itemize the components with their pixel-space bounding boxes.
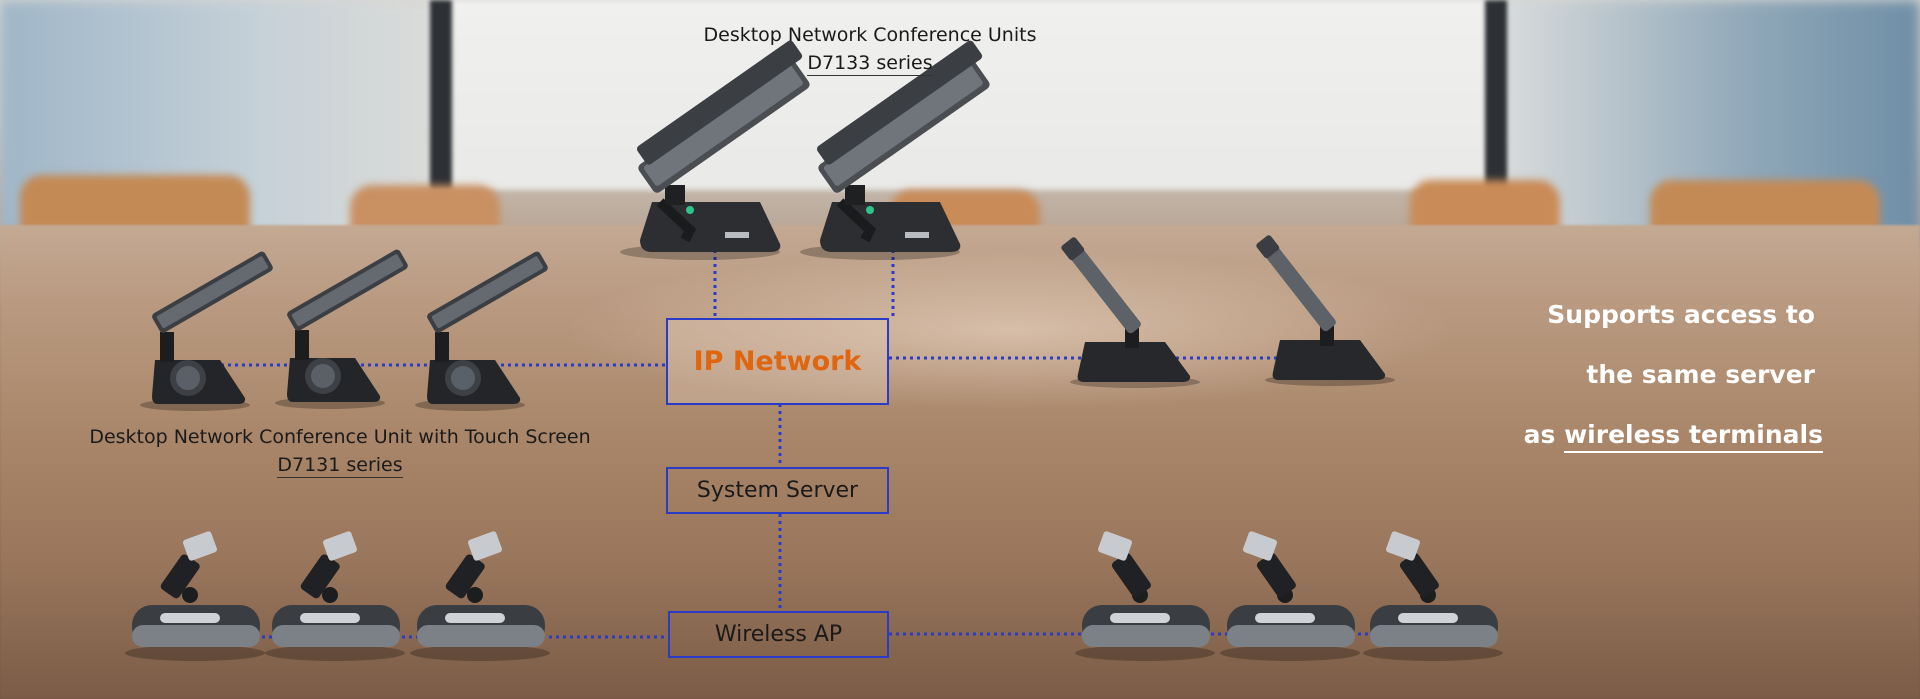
wireless-unit xyxy=(1075,531,1215,661)
d7133-unit xyxy=(620,40,810,260)
tagline-line-1: Supports access to xyxy=(1547,300,1815,329)
table-glare xyxy=(560,250,1460,410)
gooseneck-unit xyxy=(1256,235,1395,386)
wireless-unit xyxy=(1220,531,1360,661)
d7133-unit xyxy=(800,40,990,260)
background-pillar xyxy=(1485,0,1507,190)
d7131-caption-series: D7131 series xyxy=(277,454,403,478)
tagline-prefix: as xyxy=(1523,420,1556,449)
background-pillar xyxy=(430,0,452,190)
wireless-unit xyxy=(125,531,265,661)
touch-screen-unit xyxy=(415,251,548,411)
d7133-caption-title: Desktop Network Conference Units xyxy=(703,24,1037,46)
d7133-caption: Desktop Network Conference Units D7133 s… xyxy=(640,24,1100,76)
tagline-line-3: as wireless terminals xyxy=(1523,420,1823,453)
system-server-node: System Server xyxy=(666,467,889,514)
tagline-line-2: the same server xyxy=(1586,360,1815,389)
d7131-caption: Desktop Network Conference Unit with Tou… xyxy=(40,426,640,478)
wireless-unit xyxy=(410,531,550,661)
touch-screen-unit xyxy=(275,249,408,409)
wireless-ap-node: Wireless AP xyxy=(668,611,889,658)
wireless-unit xyxy=(1363,531,1503,661)
d7131-caption-title: Desktop Network Conference Unit with Tou… xyxy=(89,426,591,448)
d7133-caption-series: D7133 series xyxy=(807,52,933,76)
tagline-highlight: wireless terminals xyxy=(1564,420,1823,453)
touch-screen-unit xyxy=(140,251,273,411)
wireless-unit xyxy=(265,531,405,661)
gooseneck-unit xyxy=(1061,237,1200,388)
ip-network-node: IP Network xyxy=(666,318,889,405)
